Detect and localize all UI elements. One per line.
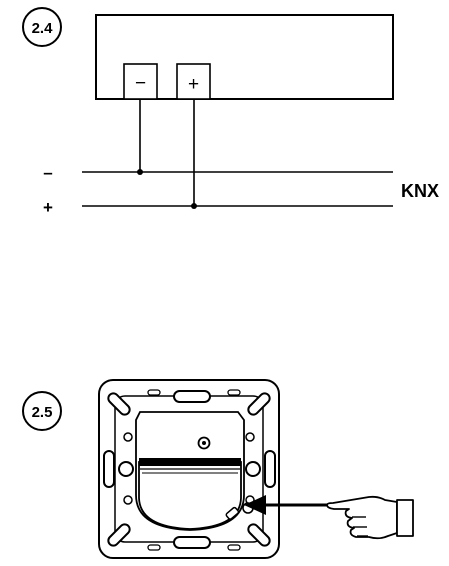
mounting-plate (98, 379, 280, 559)
junction-minus (137, 169, 143, 175)
step-2-4-label: 2.4 (32, 20, 54, 37)
bus-plus-label: + (43, 198, 53, 217)
terminal-plus: + (176, 63, 211, 100)
step-2-5-label: 2.5 (32, 404, 53, 421)
terminal-minus-label: − (135, 73, 146, 94)
step-2-4-badge: 2.4 (22, 7, 62, 47)
bus-minus-label: – (43, 163, 52, 182)
pointing-hand-icon (326, 495, 414, 540)
terminal-minus: − (123, 63, 158, 100)
terminal-plus-label: + (188, 74, 199, 95)
junction-plus (191, 203, 197, 209)
step-2-5-badge: 2.5 (22, 391, 62, 431)
bus-name-label: KNX (401, 181, 439, 201)
press-arrow (244, 495, 327, 515)
